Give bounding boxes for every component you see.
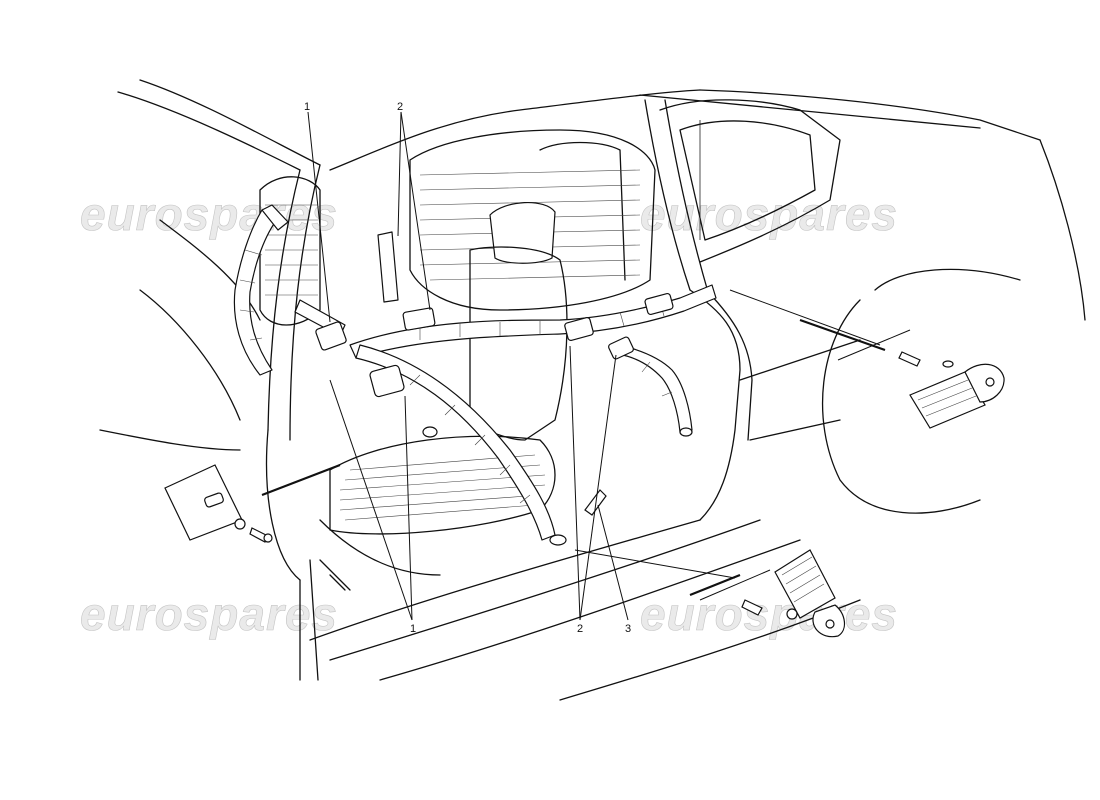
left-bracket-plate-icon xyxy=(164,464,243,541)
bottom-bolt-icon xyxy=(741,599,763,616)
bottom-plate-hatch xyxy=(781,556,825,603)
left-seat-stitching xyxy=(265,204,318,296)
detail-leaders xyxy=(261,289,911,601)
right-plate-hatch xyxy=(917,379,977,417)
callout-leaders xyxy=(307,111,629,621)
callout-1-top: 1 xyxy=(304,101,310,113)
left-washer-icon xyxy=(234,518,246,530)
rear-buckle-icon xyxy=(402,307,436,331)
detail-bottom-bracket xyxy=(741,549,845,638)
right-anchor-plate-icon xyxy=(964,363,1005,403)
callout-2-top: 2 xyxy=(397,101,403,113)
detail-left-bracket xyxy=(164,464,273,543)
webbing-hatching xyxy=(239,249,673,504)
floor-anchor-icon xyxy=(549,534,567,546)
right-buckle-icon xyxy=(608,336,634,360)
seat-belt-webbing xyxy=(233,204,717,541)
pillar-buckle-icon xyxy=(644,292,674,316)
detail-right-bracket xyxy=(898,351,1005,429)
right-anchor-icon xyxy=(679,427,693,437)
bottom-washer-icon xyxy=(786,608,798,620)
watermark-bottom-left: eurospares xyxy=(80,588,338,640)
watermark-top-right: eurospares xyxy=(640,188,898,240)
front-seat xyxy=(259,176,568,591)
center-buckle-icon xyxy=(369,364,405,398)
watermark-top-left: eurospares xyxy=(80,188,338,240)
right-washer-icon xyxy=(942,360,954,368)
seat-cushion-stitching xyxy=(339,454,546,521)
callout-3-bottom: 3 xyxy=(625,623,631,635)
callout-1-bottom: 1 xyxy=(410,623,416,635)
callout-labels: 1 2 1 2 3 xyxy=(304,101,631,635)
buckles-anchors xyxy=(315,292,693,546)
tunnel-anchor-icon xyxy=(422,426,438,438)
right-bracket-plate-icon xyxy=(909,371,986,429)
callout-2-bottom: 2 xyxy=(577,623,583,635)
left-buckle-icon xyxy=(315,321,347,351)
watermark-bottom-right: eurospares xyxy=(640,588,898,640)
rear-right-buckle-icon xyxy=(564,317,594,341)
right-bolt-icon xyxy=(898,351,921,367)
